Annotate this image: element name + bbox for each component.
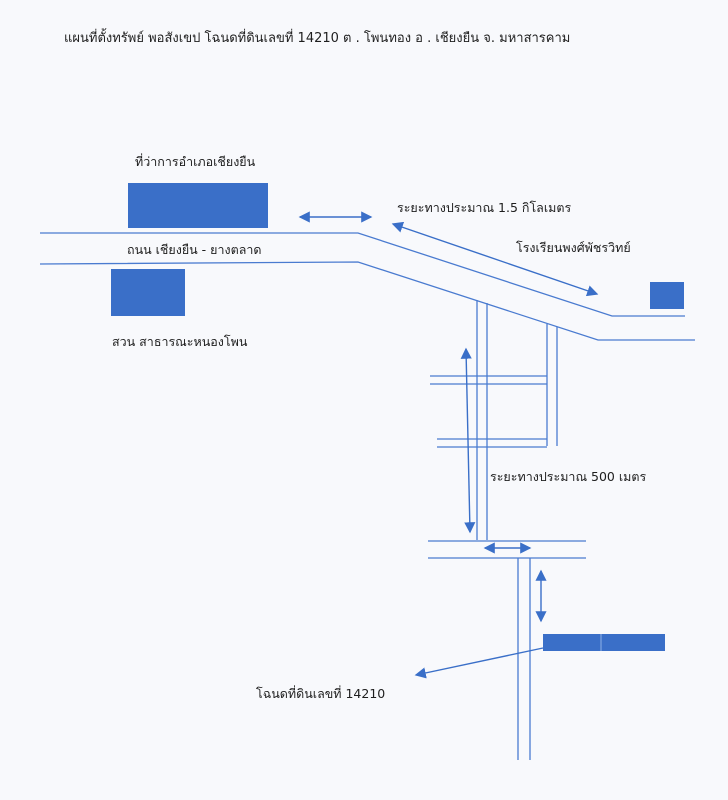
distance-1-5km-label: ระยะทางประมาณ 1.5 กิโลเมตร	[397, 200, 572, 215]
land-deed-label: โฉนดที่ดินเลขที่ 14210	[256, 686, 386, 701]
distance-arrow-500m	[460, 347, 476, 534]
deed-pointer-arrow	[414, 647, 544, 679]
main-road-south-edge	[39, 261, 695, 341]
district-office-label: ที่ว่าการอำเภอเชียงยืน	[135, 154, 256, 169]
road-label: ถนน เชียงยืน - ยางตลาด	[127, 242, 262, 257]
school-building	[650, 282, 684, 309]
park-area	[111, 269, 185, 316]
land-plot	[543, 634, 665, 651]
district-office-building	[128, 183, 268, 228]
distance-arrow-1-5km	[391, 221, 599, 297]
distance-500m-label: ระยะทางประมาณ 500 เมตร	[490, 469, 647, 484]
park-label: สวน สาธารณะหนองโพน	[112, 334, 248, 349]
map-title: แผนที่ตั้งทรัพย์ พอสังเขป โฉนดที่ดินเลขท…	[64, 31, 571, 46]
school-label: โรงเรียนพงศ์พัชรวิทย์	[516, 240, 631, 255]
